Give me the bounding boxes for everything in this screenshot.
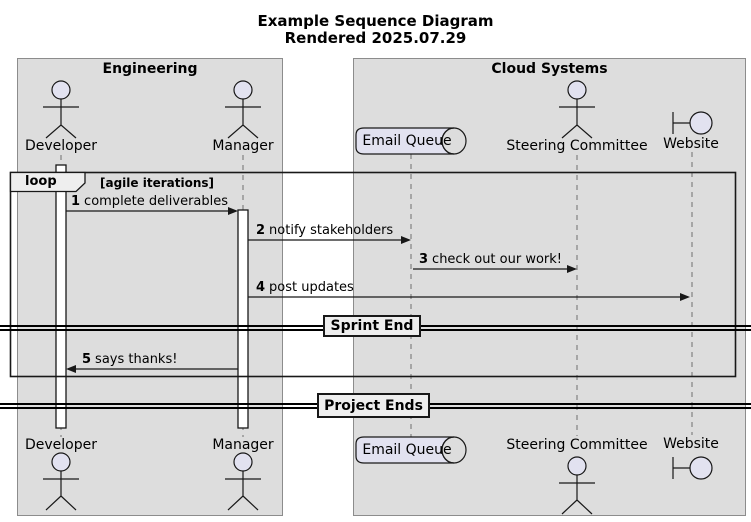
- loop-guard-label: [agile iterations]: [100, 176, 214, 190]
- participant-label-steering-committee-top: Steering Committee: [506, 138, 648, 154]
- participant-label-website-top: Website: [663, 136, 719, 152]
- message-5-text: says thanks!: [95, 352, 178, 367]
- message-3-number: 3: [419, 252, 429, 267]
- message-4-number: 4: [256, 280, 266, 295]
- message-4-arrowhead: [680, 293, 690, 301]
- message-4-text: post updates: [269, 280, 354, 295]
- box-title-cloud-systems: Cloud Systems: [491, 61, 608, 77]
- loop-operator-label: loop: [25, 174, 57, 189]
- actor-icon-manager-top: [225, 80, 261, 139]
- actor-icon-steering-committee-bottom: [559, 456, 595, 515]
- actor-icon-developer-top: [43, 80, 79, 139]
- message-2-number: 2: [256, 223, 266, 238]
- participant-label-manager-bottom: Manager: [212, 437, 274, 453]
- actor-icon-steering-committee-top: [559, 80, 595, 139]
- message-2-arrowhead: [401, 236, 411, 244]
- divider-sprint-end: Sprint End: [323, 315, 421, 337]
- queue-icon-email-queue-top: [355, 127, 467, 155]
- activation-bar-developer: [55, 164, 67, 429]
- loop-fragment-frame: [9, 171, 737, 378]
- message-2-text: notify stakeholders: [269, 223, 394, 238]
- diagram-title: Example Sequence Diagram: [257, 12, 494, 30]
- diagram-subtitle: Rendered 2025.07.29: [284, 29, 467, 47]
- participant-label-website-bottom: Website: [663, 436, 719, 452]
- participant-label-developer-top: Developer: [24, 138, 98, 154]
- message-1-number: 1: [71, 194, 81, 209]
- message-3-text: check out our work!: [432, 252, 563, 267]
- divider-project-ends-label: Project Ends: [324, 397, 423, 414]
- message-5-number: 5: [82, 352, 92, 367]
- box-title-engineering: Engineering: [102, 61, 198, 77]
- participant-label-manager-top: Manager: [212, 138, 274, 154]
- divider-project-ends: Project Ends: [317, 393, 430, 418]
- message-3-arrowhead: [567, 265, 577, 273]
- activation-bar-manager: [237, 209, 249, 429]
- divider-sprint-end-label: Sprint End: [330, 318, 414, 334]
- actor-icon-developer-bottom: [43, 452, 79, 511]
- message-arrows: [66, 207, 690, 373]
- loop-operator-pentagon: [9, 171, 86, 193]
- boundary-icon-website-top: [672, 111, 713, 135]
- participant-label-email-queue-top: Email Queue: [362, 133, 452, 149]
- boundary-icon-website-bottom: [672, 456, 713, 480]
- queue-icon-email-queue-bottom: [355, 436, 467, 464]
- message-5-arrowhead: [66, 365, 76, 373]
- message-1-arrowhead: [228, 207, 238, 215]
- participant-label-email-queue-bottom: Email Queue: [362, 442, 452, 458]
- message-1-text: complete deliverables: [84, 194, 229, 209]
- actor-icon-manager-bottom: [225, 452, 261, 511]
- participant-label-developer-bottom: Developer: [24, 437, 98, 453]
- participant-label-steering-committee-bottom: Steering Committee: [506, 437, 648, 453]
